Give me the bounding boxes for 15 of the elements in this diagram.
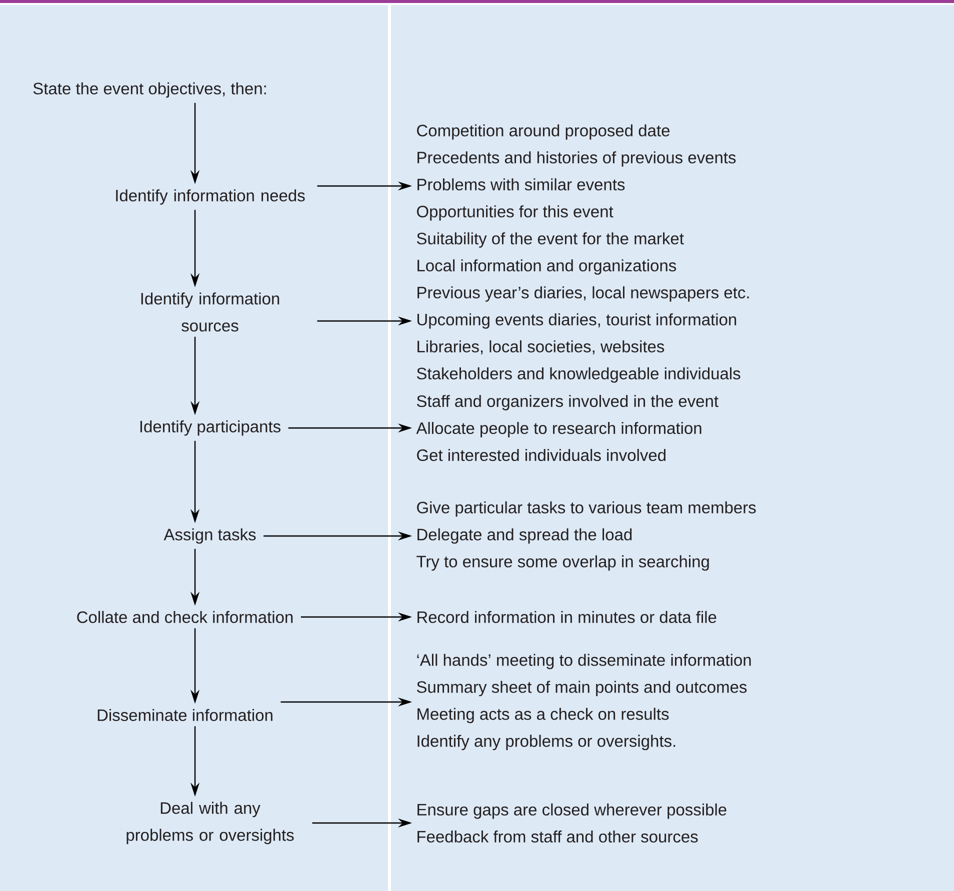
list-text: Give particular tasks to various team members Delegate and spread the load Try to ensure some overlap in searching	[416, 501, 756, 571]
list-text: Ensure gaps are closed wherever possible Feedback from staff and other sources	[418, 803, 726, 843]
step-text: Collate and check information	[77, 610, 293, 624]
step-text: Deal with any problems or oversights	[126, 802, 294, 844]
step-text: Identify information needs	[116, 189, 305, 205]
step-text: State the event objectives, then:	[33, 82, 266, 98]
step-text: Disseminate information	[98, 708, 272, 722]
list-text: ‘All hands’ meeting to disseminate information Summary sheet of main points and outcomes Meeting acts as a check on results Identify any problems or oversights.	[416, 654, 751, 750]
step-text: Assign tasks	[164, 528, 256, 544]
list-text: Competition around proposed date Precedents and histories of previous events Problems with similar events Opportunities for this event Suitability of the event for the market	[416, 124, 736, 248]
step-text: Identify participants	[140, 420, 280, 436]
list-text: Local information and organizations Previous year’s diaries, local newspapers etc. Upcoming events diaries, tourist information Libraries, local societies, websites Stakeholders and knowledgeable individuals	[416, 259, 749, 383]
list-text: Staff and organizers involved in the event Allocate people to research information Get interested individuals involved	[416, 394, 718, 462]
step-text: Identify information sources	[141, 292, 280, 332]
list-text: Record information in minutes or data file	[418, 610, 716, 624]
